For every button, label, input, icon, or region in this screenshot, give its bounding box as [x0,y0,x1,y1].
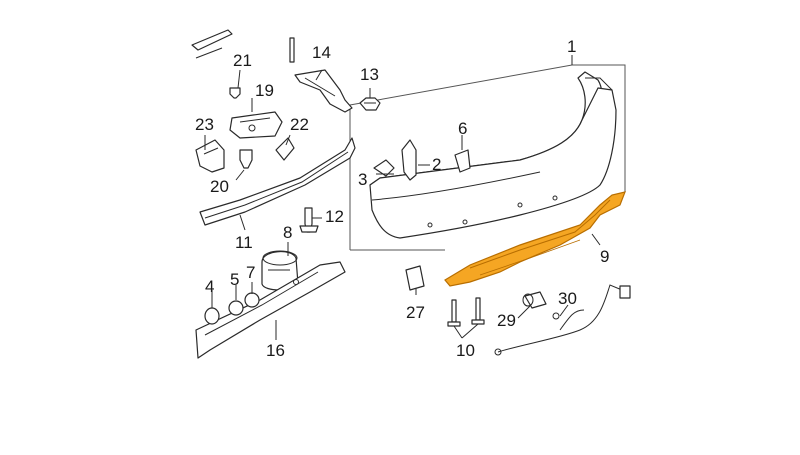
side-bracket-23 [195,139,225,173]
nut-5 [228,300,244,316]
leader-lines [204,55,601,340]
callout-10: 10 [456,341,475,360]
callout-8: 8 [283,223,292,242]
side-bracket-16 [195,261,346,359]
callout-6: 6 [458,119,467,138]
callout-16: 16 [266,341,285,360]
nut-13 [359,97,381,111]
bolt-20 [239,149,253,169]
callout-29: 29 [497,311,516,330]
bracket-2 [401,139,417,181]
callout-5: 5 [230,270,239,289]
callout-labels: 1 2 3 4 5 6 7 8 9 10 11 12 13 14 16 19 2… [195,37,609,360]
nut-7 [244,292,260,308]
callout-21: 21 [233,51,252,70]
callout-1: 1 [567,37,576,56]
callout-13: 13 [360,65,379,84]
bracket-19 [229,111,283,139]
callout-22: 22 [290,115,309,134]
callout-27: 27 [406,303,425,322]
wiring-harness-30 [494,284,631,356]
callout-11: 11 [235,233,253,252]
clip-22 [275,137,295,161]
callout-19: 19 [255,81,274,100]
callout-4: 4 [205,277,214,296]
highlighted-part-9 [444,191,626,287]
callout-12: 12 [325,207,344,226]
bracket-27 [405,265,425,291]
callout-2: 2 [432,155,441,174]
callout-23: 23 [195,115,214,134]
bumper-cover-frame [349,64,626,251]
callout-14: 14 [312,43,331,62]
callout-9: 9 [600,247,609,266]
callout-7: 7 [246,263,255,282]
clip-4 [204,307,220,325]
absorber-bracket [289,37,353,113]
clip-6 [454,149,471,173]
push-clip-3 [373,159,395,177]
bolt-21 [229,87,241,99]
reinforcement-bar [199,137,356,226]
bolts-10 [447,297,485,327]
callout-3: 3 [358,170,367,189]
trim-strip-fragment [191,29,233,59]
bolt-12 [299,207,319,233]
bumper-cover [369,71,617,239]
mount-8 [261,250,299,291]
callout-30: 30 [558,289,577,308]
callout-20: 20 [210,177,229,196]
sensor-29 [522,291,547,309]
